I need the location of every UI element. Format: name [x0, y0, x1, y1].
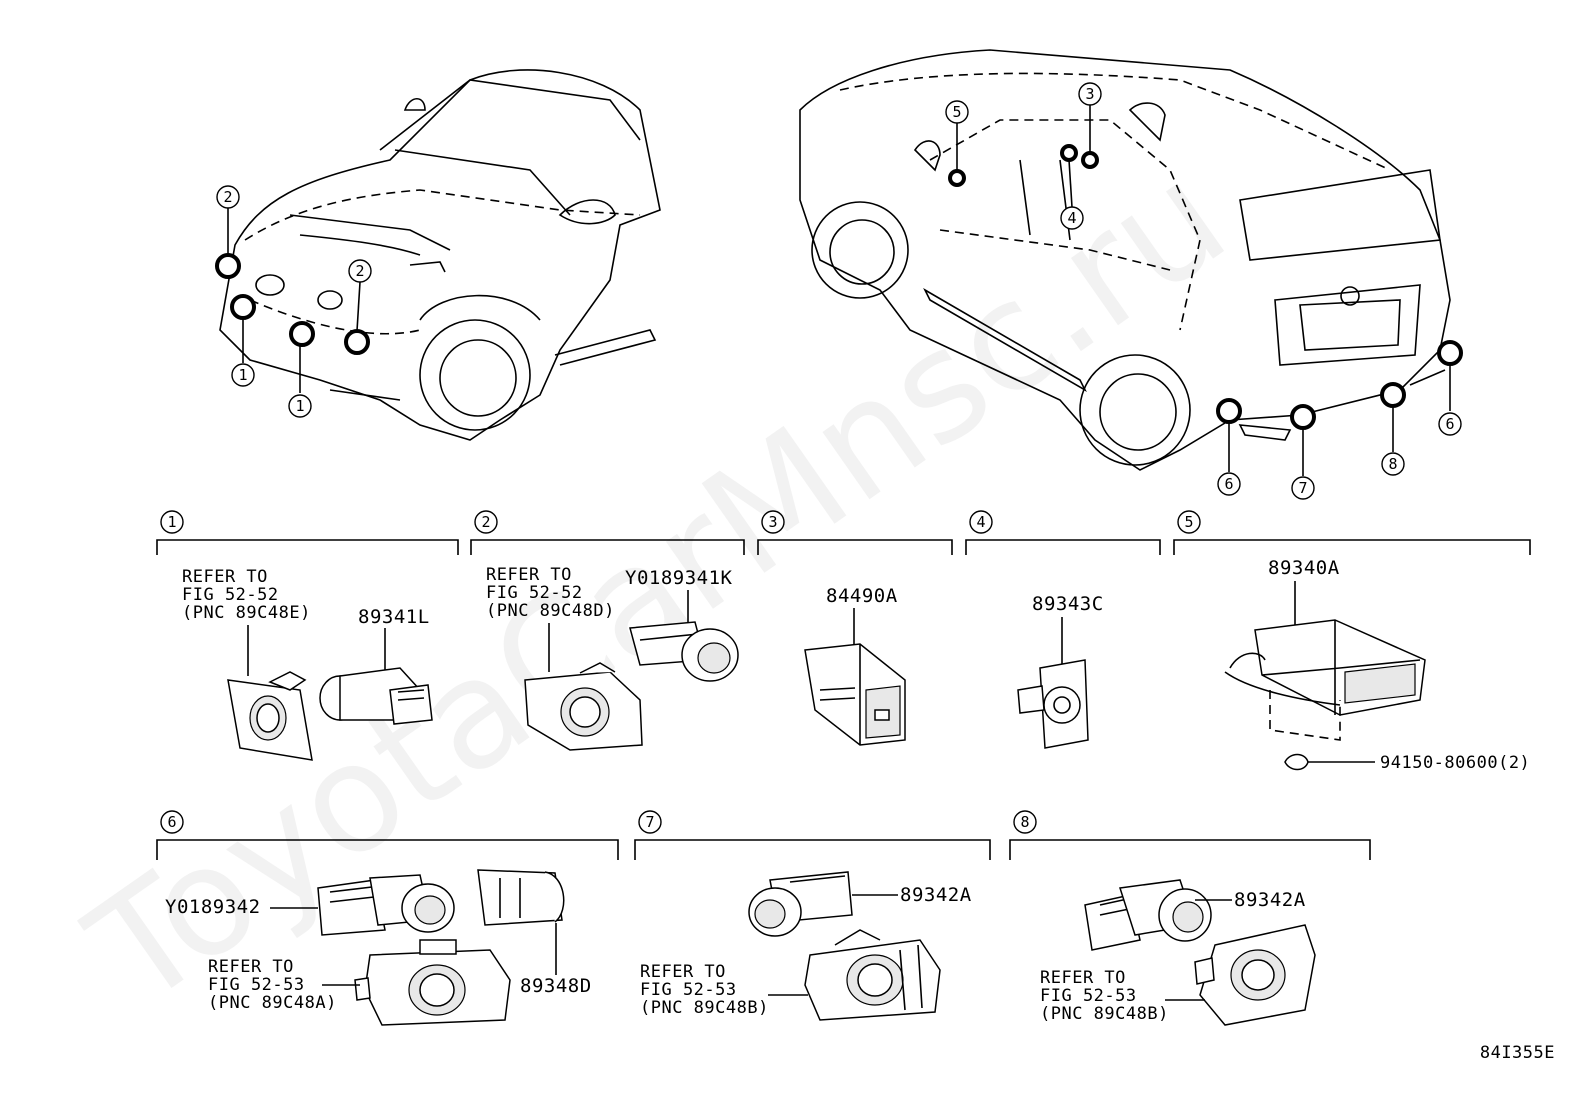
group-3-number: 3	[768, 513, 777, 531]
callout-number: 6	[1445, 415, 1454, 433]
part-number: 89342A	[900, 884, 972, 906]
part-number: 89348D	[520, 975, 592, 997]
callout-number: 8	[1388, 455, 1397, 473]
ref-line: (PNC 89C48B)	[1040, 1004, 1169, 1024]
ref-line: REFER TO	[640, 962, 726, 982]
callout-number: 3	[1085, 85, 1094, 103]
group-4-number: 4	[976, 513, 985, 531]
part-number: Y0189342	[165, 896, 261, 918]
group-7-parts: 89342A REFER TO FIG 52-53 (PNC 89C48B)	[640, 871, 972, 1021]
part-number: 84490A	[826, 585, 898, 607]
group-headers: 1 2 3 4 5 6 7 8	[156, 510, 1531, 860]
ref-line: FIG 52-53	[1040, 986, 1137, 1006]
group-2-number: 2	[481, 513, 490, 531]
group-7-number: 7	[645, 813, 654, 831]
callout-number: 4	[1067, 209, 1076, 227]
diagram-code: 84I355E	[1480, 1043, 1555, 1063]
rear-vehicle-illustration: 5 3 4 6 6 7 8	[799, 49, 1463, 500]
group-6-parts: Y0189342 89348D REFER TO FIG 52-53 (PNC …	[165, 869, 592, 1026]
callout-number: 2	[355, 262, 364, 280]
callout-number: 1	[295, 397, 304, 415]
group-8-number: 8	[1020, 813, 1029, 831]
group-3-parts: 84490A	[804, 585, 906, 746]
ref-line: (PNC 89C48E)	[182, 603, 311, 623]
part-number: Y0189341K	[625, 567, 733, 589]
callout-number: 7	[1298, 479, 1307, 497]
group-2-parts: REFER TO FIG 52-52 (PNC 89C48D) Y0189341…	[486, 565, 739, 751]
part-number: 89340A	[1268, 557, 1340, 579]
callout-number: 2	[223, 188, 232, 206]
callout-number: 6	[1224, 475, 1233, 493]
callout-marker	[216, 185, 240, 209]
ref-line: FIG 52-52	[486, 583, 583, 603]
callout-number: 1	[238, 366, 247, 384]
group-1-parts: REFER TO FIG 52-52 (PNC 89C48E) 89341L	[182, 567, 433, 761]
ref-line: (PNC 89C48D)	[486, 601, 615, 621]
group-8-parts: 89342A REFER TO FIG 52-53 (PNC 89C48B)	[1040, 879, 1316, 1026]
ref-line: FIG 52-52	[182, 585, 279, 605]
ref-line: FIG 52-53	[208, 975, 305, 995]
group-4-parts: 89343C	[1017, 593, 1104, 749]
group-5-parts: 89340A 94150-80600(2)	[1224, 557, 1530, 773]
callout-marker	[288, 394, 312, 418]
part-number: 89343C	[1032, 593, 1104, 615]
part-number: 94150-80600(2)	[1380, 753, 1530, 773]
part-number: 89342A	[1234, 889, 1306, 911]
callout-marker	[231, 363, 255, 387]
ref-line: REFER TO	[208, 957, 294, 977]
group-6-number: 6	[167, 813, 176, 831]
front-vehicle-illustration: 2 2 1 1	[215, 69, 661, 441]
group-1-number: 1	[167, 513, 176, 531]
part-number: 89341L	[358, 606, 430, 628]
ref-line: (PNC 89C48A)	[208, 993, 337, 1013]
callout-number: 5	[952, 103, 961, 121]
callout-marker	[348, 259, 372, 283]
ref-line: (PNC 89C48B)	[640, 998, 769, 1018]
ref-line: REFER TO	[182, 567, 268, 587]
ref-line: REFER TO	[1040, 968, 1126, 988]
ref-line: REFER TO	[486, 565, 572, 585]
group-5-number: 5	[1184, 513, 1193, 531]
ref-line: FIG 52-53	[640, 980, 737, 1000]
